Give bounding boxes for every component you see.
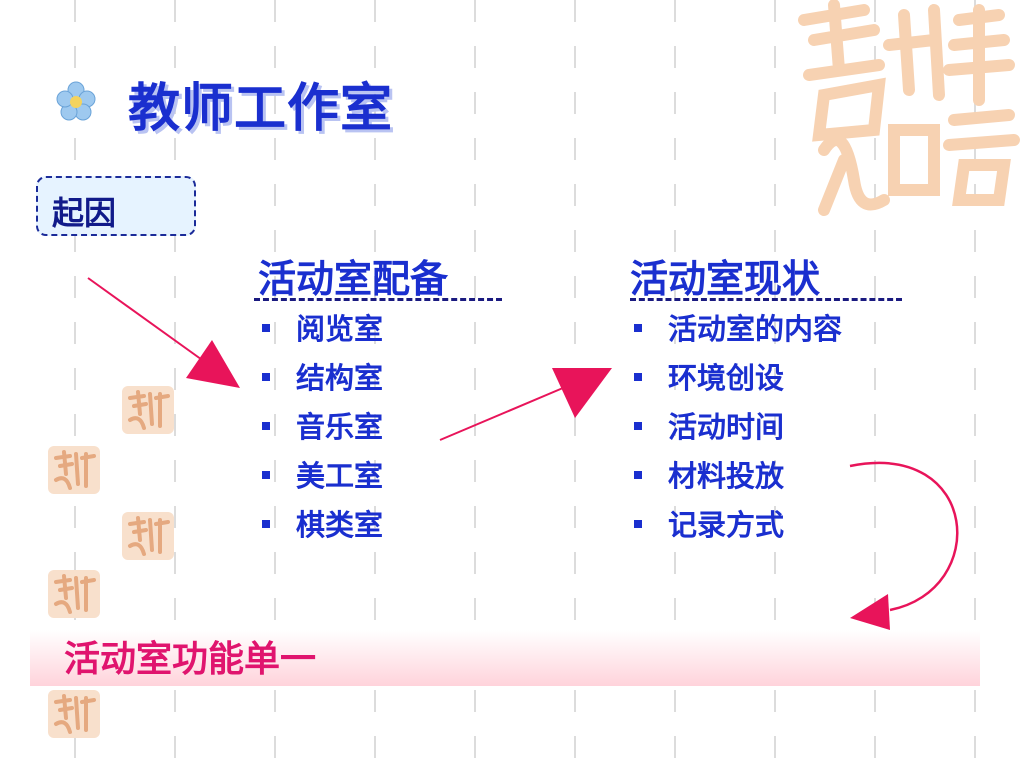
seal-icon — [122, 512, 174, 560]
list-item: 结构室 — [258, 361, 383, 410]
seal-icon — [48, 690, 100, 738]
square-bullet-icon — [634, 422, 642, 430]
cause-box: 起因 — [36, 176, 196, 236]
arrow-cause-to-equipment — [87, 277, 240, 388]
equipment-heading: 活动室配备 — [258, 257, 449, 301]
status-list: 活动室的内容 环境创设 活动时间 材料投放 记录方式 — [630, 312, 842, 557]
flower-icon — [56, 81, 96, 121]
equipment-list: 阅览室 结构室 音乐室 美工室 棋类室 — [258, 312, 383, 557]
seal-icon — [122, 386, 174, 434]
square-bullet-icon — [634, 471, 642, 479]
square-bullet-icon — [634, 520, 642, 528]
list-item: 音乐室 — [258, 410, 383, 459]
square-bullet-icon — [634, 373, 642, 381]
seal-icon — [48, 446, 100, 494]
arrow-equipment-to-status — [439, 368, 612, 441]
equipment-heading-rule — [254, 298, 502, 301]
square-bullet-icon — [262, 422, 270, 430]
square-bullet-icon — [262, 324, 270, 332]
list-item: 棋类室 — [258, 508, 383, 557]
square-bullet-icon — [634, 324, 642, 332]
arrow-status-to-conclusion — [849, 461, 959, 630]
list-item: 阅览室 — [258, 312, 383, 361]
status-heading-rule — [630, 298, 902, 301]
list-item: 材料投放 — [630, 459, 842, 508]
list-item: 环境创设 — [630, 361, 842, 410]
list-item: 活动时间 — [630, 410, 842, 459]
square-bullet-icon — [262, 520, 270, 528]
conclusion-text: 活动室功能单一 — [64, 639, 317, 680]
page-title: 教师工作室 — [128, 79, 394, 139]
cause-label: 起因 — [52, 194, 117, 232]
list-item: 活动室的内容 — [630, 312, 842, 361]
conclusion-band — [30, 630, 980, 686]
auspicious-watermark-icon — [798, 0, 1020, 216]
list-item: 记录方式 — [630, 508, 842, 557]
list-item: 美工室 — [258, 459, 383, 508]
status-heading: 活动室现状 — [630, 257, 821, 301]
square-bullet-icon — [262, 471, 270, 479]
square-bullet-icon — [262, 373, 270, 381]
seal-icon — [48, 570, 100, 618]
